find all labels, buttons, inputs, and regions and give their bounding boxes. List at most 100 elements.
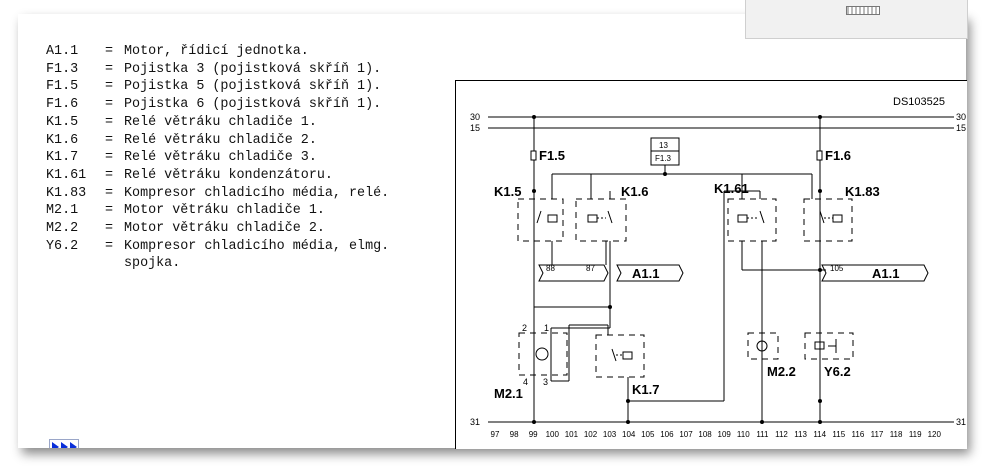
legend-item: F1.5=Pojistka 5 (pojistková skříň 1). bbox=[46, 78, 389, 96]
junction-dot bbox=[532, 189, 536, 193]
junction-dot bbox=[818, 420, 822, 424]
clutch-y62-label: Y6.2 bbox=[824, 364, 851, 379]
ecu-left-label: A1.1 bbox=[632, 266, 659, 281]
legend-code: K1.6 bbox=[46, 132, 79, 148]
legend-code: M2.2 bbox=[46, 221, 79, 237]
legend-equals: = bbox=[105, 61, 114, 77]
legend-text: Relé větráku kondenzátoru. bbox=[124, 167, 333, 183]
ecu-left-connector bbox=[538, 264, 609, 282]
rail-15-label-right: 15 bbox=[956, 123, 966, 133]
play-arrow-icon bbox=[69, 442, 77, 448]
top-panel bbox=[745, 0, 968, 39]
legend-item: K1.7 = Relé větráku chladiče 3. bbox=[46, 149, 389, 167]
bus-number: 117 bbox=[871, 430, 884, 439]
junction-dot bbox=[818, 115, 822, 119]
m21-pin-2: 2 bbox=[522, 323, 527, 333]
legend-item: M2.2 = Motor větráku chladiče 2. bbox=[46, 220, 389, 238]
legend-item: K1.83=Kompresor chladicího média, relé. bbox=[46, 185, 389, 203]
bus-number: 113 bbox=[794, 430, 807, 439]
scroll-grip[interactable] bbox=[846, 6, 880, 15]
m21-pin-4: 4 bbox=[523, 377, 528, 387]
legend-text: Kompresor chladicího média, elmg. bbox=[124, 238, 390, 254]
legend-text: Motor větráku chladiče 2. bbox=[124, 221, 325, 237]
legend-equals: = bbox=[105, 238, 114, 254]
legend-equals: = bbox=[105, 44, 114, 59]
motor-m22-symbol bbox=[756, 340, 768, 352]
legend-equals: = bbox=[105, 132, 114, 148]
ecu-pin-105: 105 bbox=[830, 264, 844, 273]
legend-text: Pojistka 6 (pojistková skříň 1). bbox=[124, 97, 382, 113]
ecu-left-block bbox=[616, 264, 684, 282]
ecu-pin-88: 88 bbox=[546, 264, 555, 273]
relay-k161-coil bbox=[737, 214, 748, 223]
bus-number: 105 bbox=[641, 430, 655, 439]
legend-equals: = bbox=[105, 221, 114, 237]
ecu-right-label: A1.1 bbox=[872, 266, 899, 281]
junction-dot bbox=[532, 420, 536, 424]
legend-code: K1.7 bbox=[46, 150, 79, 166]
m21-pin-1: 1 bbox=[544, 323, 549, 333]
relay-k16-label: K1.6 bbox=[621, 184, 648, 199]
fuse-f16-symbol bbox=[816, 150, 823, 161]
rail-31-label-left: 31 bbox=[470, 417, 480, 427]
legend-code: K1.5 bbox=[46, 114, 79, 130]
bus-number: 102 bbox=[584, 430, 598, 439]
legend-code: K1.61 bbox=[46, 167, 87, 183]
junction-dot bbox=[626, 399, 630, 403]
m21-pin-3: 3 bbox=[543, 377, 548, 387]
legend-code: A1.1 bbox=[46, 44, 79, 59]
clutch-y62-coil bbox=[814, 341, 825, 350]
legend-equals: = bbox=[105, 97, 114, 113]
bus-number: 101 bbox=[565, 430, 579, 439]
bus-number: 119 bbox=[909, 430, 922, 439]
play-arrow-icon bbox=[51, 442, 59, 448]
relay-k16-coil bbox=[587, 214, 598, 223]
junction-dot bbox=[608, 305, 612, 309]
legend-text-continued: spojka. bbox=[124, 256, 181, 272]
motor-m21-box bbox=[518, 332, 568, 376]
relay-k183-switch bbox=[819, 210, 825, 224]
bus-number: 106 bbox=[660, 430, 674, 439]
junction-dot bbox=[663, 172, 667, 176]
bus-number: 103 bbox=[603, 430, 617, 439]
legend-equals: = bbox=[105, 114, 114, 130]
legend-text: Pojistka 5 (pojistková skříň 1). bbox=[124, 79, 382, 95]
relay-k15-coil bbox=[547, 214, 558, 223]
legend-item: F1.6=Pojistka 6 (pojistková skříň 1). bbox=[46, 96, 389, 114]
bus-number: 115 bbox=[832, 430, 845, 439]
legend-text: Motor, řídicí jednotka. bbox=[124, 44, 309, 59]
bus-number: 116 bbox=[852, 430, 865, 439]
relay-k161-label: K1.61 bbox=[714, 181, 749, 196]
legend-text: Kompresor chladicího média, relé. bbox=[124, 185, 390, 201]
fuse-f13-label: F1.3 bbox=[655, 154, 672, 163]
bus-number: 111 bbox=[756, 430, 769, 439]
legend-text: Motor větráku chladiče 1. bbox=[124, 203, 325, 219]
legend-item: A1.1 = Motor, řídicí jednotka. bbox=[46, 43, 389, 61]
motor-m21-label: M2.1 bbox=[494, 386, 523, 401]
legend-code: F1.5 bbox=[46, 79, 79, 95]
bus-number: 100 bbox=[546, 430, 560, 439]
legend-code: K1.83 bbox=[46, 185, 87, 201]
fuse-f15-symbol bbox=[530, 150, 537, 161]
relay-k17-coil bbox=[622, 351, 633, 360]
legend-item: F1.3=Pojistka 3 (pojistková skříň 1). bbox=[46, 61, 389, 79]
junction-dot bbox=[818, 399, 822, 403]
motor-m22-box bbox=[747, 332, 779, 360]
legend-text: Relé větráku chladiče 1. bbox=[124, 114, 317, 130]
bus-number: 112 bbox=[775, 430, 788, 439]
legend-equals: = bbox=[105, 150, 114, 166]
fuse-f15-label: F1.5 bbox=[539, 148, 565, 163]
bus-number: 99 bbox=[529, 430, 538, 439]
legend-text: Relé větráku chladiče 3. bbox=[124, 150, 317, 166]
legend-text: Pojistka 3 (pojistková skříň 1). bbox=[124, 61, 382, 77]
bus-number: 118 bbox=[890, 430, 903, 439]
legend-equals: = bbox=[105, 203, 114, 219]
rail-30-label-right: 30 bbox=[956, 112, 966, 122]
relay-k17-label: K1.7 bbox=[632, 382, 659, 397]
relay-k15-label: K1.5 bbox=[494, 184, 521, 199]
ecu-pin-87: 87 bbox=[586, 264, 595, 273]
next-page-button[interactable] bbox=[49, 439, 79, 448]
play-arrow-icon bbox=[60, 442, 68, 448]
relay-k16-box bbox=[575, 198, 627, 242]
bus-number: 104 bbox=[622, 430, 636, 439]
